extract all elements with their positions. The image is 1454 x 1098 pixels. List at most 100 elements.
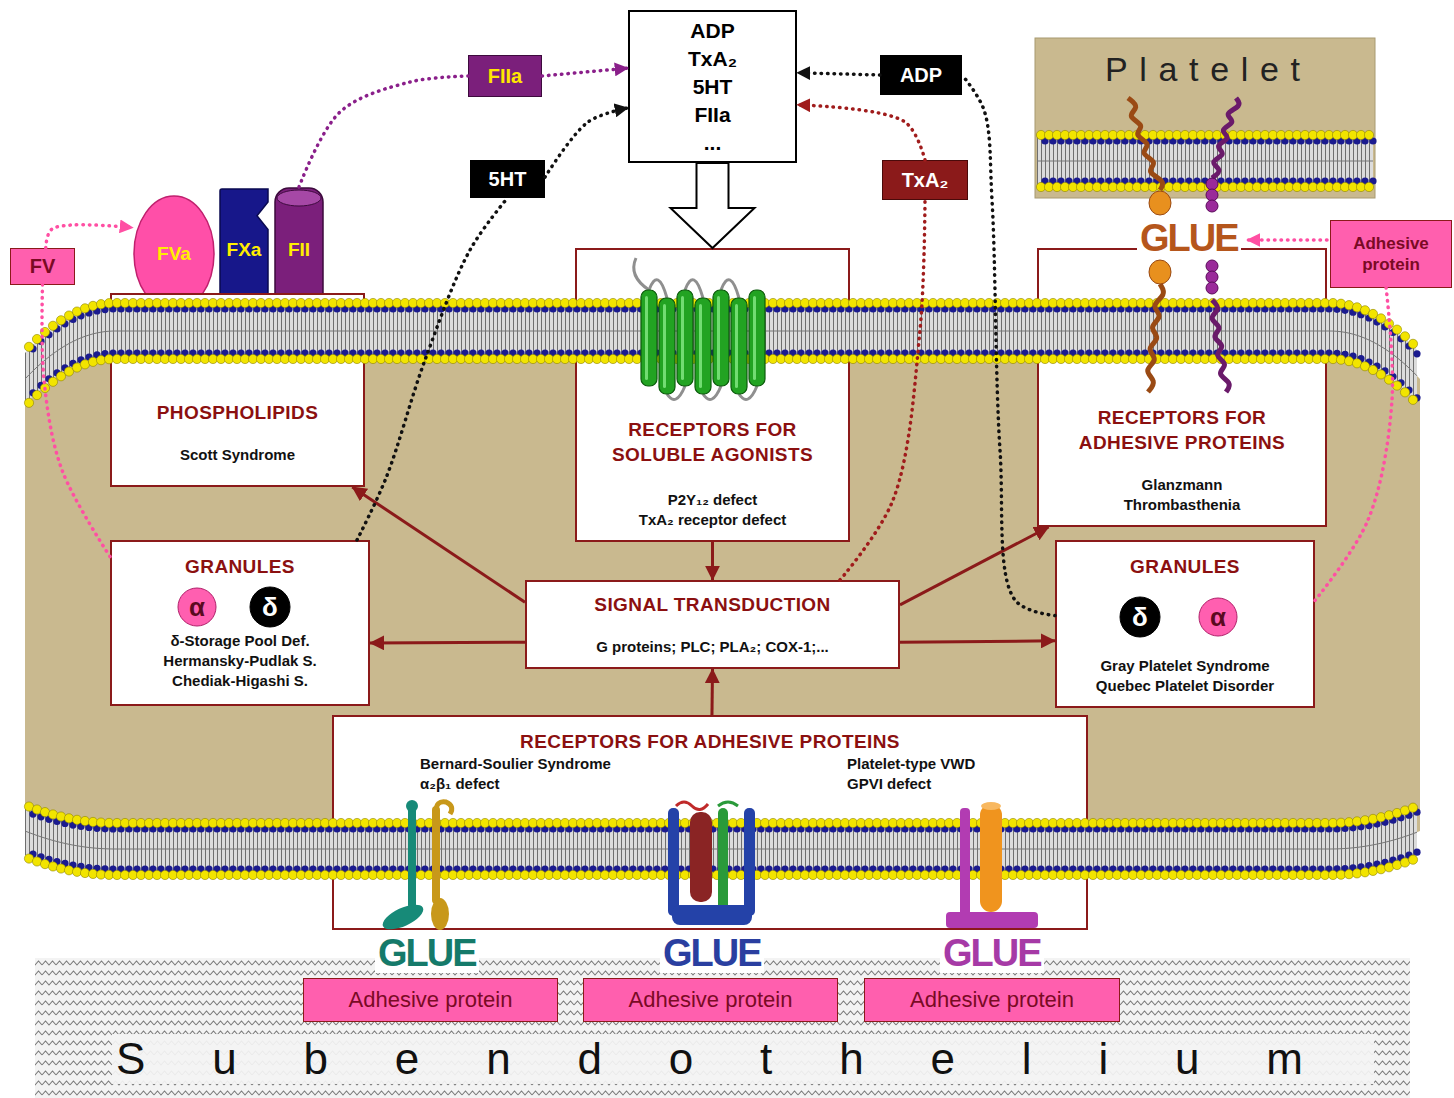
lipid-head <box>1392 381 1401 390</box>
lipid-head <box>1141 349 1148 356</box>
lipid-head <box>789 825 796 832</box>
lipid-head <box>1072 354 1081 363</box>
lipid-head <box>533 349 540 356</box>
lipid-head <box>1080 870 1089 879</box>
lipid-head <box>269 349 276 356</box>
lipid-head <box>861 305 868 312</box>
lipid-head <box>285 825 292 832</box>
activation-arrow <box>710 669 714 715</box>
lipid-head <box>968 818 977 827</box>
lipid-head <box>541 825 548 832</box>
lipid-head-row <box>1036 130 1373 139</box>
lipid-head <box>653 349 660 356</box>
lipid-head <box>29 389 36 396</box>
lipid-head <box>917 305 924 312</box>
lipid-head <box>192 298 201 307</box>
lipid-head <box>864 818 873 827</box>
release-path <box>542 68 628 76</box>
factor-tag: FV <box>10 248 75 285</box>
lipid-head <box>821 825 828 832</box>
lipid-head <box>1113 177 1120 184</box>
lipid-head <box>1313 137 1320 144</box>
lipid-head <box>280 870 289 879</box>
lipid-head <box>1128 298 1137 307</box>
lipid-head <box>112 818 121 827</box>
lipid-head <box>829 825 836 832</box>
lipid-head <box>125 305 132 312</box>
lipid-head <box>629 865 636 872</box>
lipid-head <box>1044 182 1053 191</box>
lipid-head <box>1241 137 1248 144</box>
lipid-head <box>285 349 292 356</box>
lipid-head <box>1205 305 1212 312</box>
receptor-chain <box>960 808 970 916</box>
lipid-head <box>589 305 596 312</box>
lipid-head <box>1381 859 1388 866</box>
lipid-head <box>1188 130 1197 139</box>
lipid-head <box>173 825 180 832</box>
lipid-head <box>573 865 580 872</box>
lipid-head <box>693 825 700 832</box>
lipid-head <box>640 818 649 827</box>
lipid-head <box>461 305 468 312</box>
lipid-head <box>1360 816 1369 825</box>
lipid-head <box>93 865 100 872</box>
lipid-head <box>552 354 561 363</box>
lipid-head <box>432 818 441 827</box>
lipid-head <box>456 298 465 307</box>
lipid-head <box>1121 177 1128 184</box>
lipid-head <box>400 818 409 827</box>
lipid-head <box>1008 298 1017 307</box>
lipid-head <box>685 305 692 312</box>
lipid-head <box>192 870 201 879</box>
lipid-head <box>1376 813 1385 822</box>
lipid-head <box>568 298 577 307</box>
lipid-head <box>296 818 305 827</box>
lipid-head <box>1237 865 1244 872</box>
lipid-head <box>357 825 364 832</box>
lipid-head <box>517 305 524 312</box>
lipid-head <box>1081 177 1088 184</box>
lipid-head <box>989 865 996 872</box>
lipid-head <box>728 870 737 879</box>
lipid-head <box>1136 354 1145 363</box>
lipid-head <box>1120 298 1129 307</box>
node-label: δ <box>262 592 278 622</box>
lipid-head <box>1357 863 1364 870</box>
lipid-head <box>240 818 249 827</box>
lipid-head <box>920 354 929 363</box>
lipid-head <box>824 870 833 879</box>
lipid-head <box>949 865 956 872</box>
lipid-head <box>717 825 724 832</box>
lipid-head <box>848 870 857 879</box>
lipid-head <box>1092 130 1101 139</box>
lipid-head <box>1149 349 1156 356</box>
lipid-head <box>85 353 92 360</box>
lipid-head <box>1356 130 1365 139</box>
lipid-head <box>613 825 620 832</box>
lipid-head <box>1084 182 1093 191</box>
lipid-head <box>1152 870 1161 879</box>
lipid-head <box>1277 865 1284 872</box>
lipid-head <box>848 354 857 363</box>
lipid-head <box>664 354 673 363</box>
lipid-head <box>597 305 604 312</box>
lipid-head <box>104 870 113 879</box>
subendothelium-label: Subendothelium <box>112 1034 1374 1084</box>
lipid-head <box>1301 349 1308 356</box>
lipid-head <box>592 298 601 307</box>
lipid-head <box>1344 357 1353 366</box>
lipid-tails <box>25 807 1417 873</box>
lipid-head <box>101 865 108 872</box>
lipid-head <box>669 865 676 872</box>
lipid-head <box>1285 865 1292 872</box>
lipid-head <box>797 825 804 832</box>
lipid-head <box>541 349 548 356</box>
lipid-head <box>1144 818 1153 827</box>
lipid-head <box>1052 182 1061 191</box>
lipid-head <box>757 349 764 356</box>
lipid-head <box>1005 825 1012 832</box>
lipid-head <box>440 870 449 879</box>
lipid-head <box>384 818 393 827</box>
lipid-head <box>1300 182 1309 191</box>
